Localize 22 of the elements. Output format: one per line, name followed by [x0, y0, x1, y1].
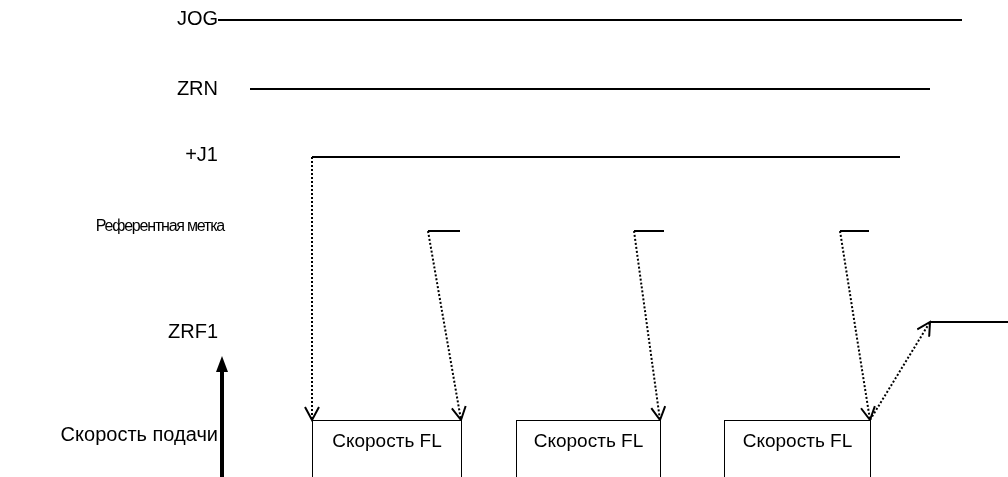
- signal-line: [840, 230, 869, 232]
- dotted-arrow: [839, 230, 876, 421]
- signal-line: [428, 230, 460, 232]
- signal-name: ZRF1: [168, 321, 218, 341]
- dotted-arrow: [633, 230, 667, 421]
- box-label: Скорость FL: [742, 431, 853, 450]
- signal-name: +J1: [185, 144, 218, 164]
- signal-name: Скорость подачи: [60, 424, 218, 444]
- signal-line: [930, 321, 1008, 323]
- dotted-arrow: [427, 230, 467, 421]
- signal-box: [516, 420, 661, 477]
- box-label: Скорость FL: [533, 431, 644, 450]
- signal-box: [312, 420, 462, 477]
- signal-name: Референтная метка: [95, 218, 224, 234]
- dotted-arrow: [304, 156, 320, 421]
- signal-name: ZRN: [176, 78, 218, 98]
- signal-line: [312, 156, 900, 158]
- dotted-arrow: [869, 321, 931, 421]
- signal-name: JOG: [176, 8, 218, 28]
- box-label: Скорость FL: [332, 431, 442, 450]
- signal-box: [724, 420, 871, 477]
- signal-line: [634, 230, 664, 232]
